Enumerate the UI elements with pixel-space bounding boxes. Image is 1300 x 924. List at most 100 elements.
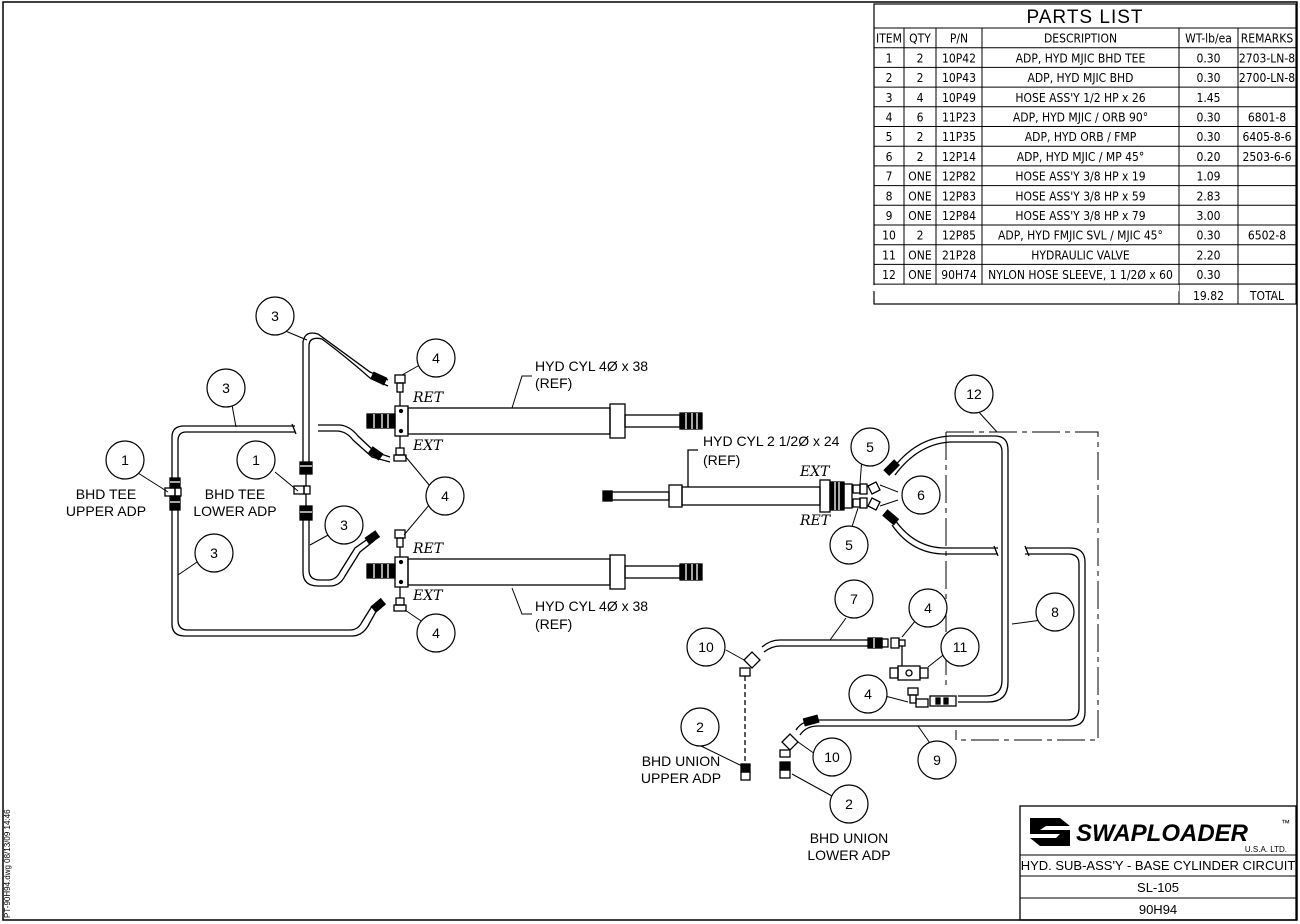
parts-cell-pn: 10P43 — [942, 71, 976, 85]
parts-cell-description: HYDRAULIC VALVE — [1031, 248, 1130, 262]
hose-lower-ret — [302, 520, 381, 587]
parts-cell-pn: 10P42 — [942, 51, 976, 65]
callout-c3c: 3 — [324, 505, 364, 545]
parts-cell-qty: 2 — [917, 130, 924, 144]
parts-cell-weight: 0.20 — [1196, 150, 1220, 164]
parts-cell-weight: 3.00 — [1196, 209, 1220, 223]
upper-hydraulic-cylinder — [366, 403, 703, 439]
label-bhd-tee-lower-2: LOWER ADP — [193, 503, 276, 519]
callout-c10b: 10 — [812, 737, 852, 777]
nylon-hose-sleeve — [945, 431, 1099, 741]
label-bhd-tee-lower-1: BHD TEE — [205, 486, 265, 502]
parts-cell-weight: 0.30 — [1196, 71, 1220, 85]
parts-cell-description: HOSE ASS'Y 3/8 HP x 59 — [1015, 189, 1145, 203]
callout-c2a: 2 — [680, 707, 720, 747]
parts-cell-description: HOSE ASS'Y 1/2 HP x 26 — [1015, 91, 1145, 105]
parts-cell-remarks: 2700-LN-8 — [1239, 71, 1295, 85]
parts-cell-pn: 11P35 — [942, 130, 976, 144]
label-ret-lower: RET — [412, 541, 445, 557]
parts-total-label: TOTAL — [1249, 289, 1284, 303]
parts-cell-item: 4 — [886, 111, 893, 125]
parts-cell-weight: 2.20 — [1196, 248, 1220, 262]
file-stamp: PT-90H94.dwg 08/13/09 14:46 — [3, 809, 12, 918]
parts-cell-weight: 0.30 — [1196, 229, 1220, 243]
parts-cell-item: 2 — [886, 71, 893, 85]
hose-upper-tee-top — [171, 423, 297, 478]
callout-number: 11 — [953, 639, 968, 655]
callout-number: 10 — [824, 749, 840, 765]
label-bhd-union-upper-1: BHD UNION — [642, 753, 721, 769]
parts-cell-weight: 0.30 — [1196, 111, 1220, 125]
parts-cell-description: ADP, HYD MJIC / ORB 90° — [1013, 111, 1148, 125]
parts-cell-weight: 0.30 — [1196, 130, 1220, 144]
ext-port-fittings — [852, 481, 881, 495]
parts-header-pn: P/N — [950, 32, 968, 46]
callout-number: 4 — [432, 625, 440, 641]
label-cyl-small-ref: (REF) — [703, 452, 740, 468]
ret-port-fittings — [852, 497, 881, 511]
callout-c12: 12 — [954, 374, 994, 414]
callout-c4b: 4 — [425, 476, 465, 516]
hose-ret-branch — [882, 509, 999, 557]
callout-number: 3 — [340, 517, 348, 533]
parts-cell-item: 5 — [886, 130, 893, 144]
callout-c4a: 4 — [416, 338, 456, 378]
parts-cell-description: ADP, HYD MJIC / MP 45° — [1017, 150, 1145, 164]
part-number: 90H94 — [1139, 902, 1177, 917]
parts-cell-remarks: 6405-8-6 — [1243, 130, 1292, 144]
callout-number: 10 — [698, 639, 714, 655]
label-cyl-upper: HYD CYL 4Ø x 38 — [535, 358, 648, 374]
parts-cell-pn: 12P83 — [942, 189, 976, 203]
hose-7 — [761, 637, 889, 653]
parts-cell-description: ADP, HYD MJIC BHD TEE — [1016, 51, 1146, 65]
callout-number: 4 — [432, 350, 440, 366]
callout-c6: 6 — [901, 475, 941, 515]
parts-cell-weight: 0.30 — [1196, 268, 1220, 282]
parts-cell-weight: 1.45 — [1196, 91, 1220, 105]
parts-cell-item: 7 — [886, 170, 893, 184]
logo-tm: ™ — [1281, 818, 1290, 828]
lower-hydraulic-cylinder — [366, 554, 703, 590]
callout-c7: 7 — [834, 579, 874, 619]
parts-cell-qty: ONE — [908, 209, 932, 223]
callout-number: 4 — [864, 686, 872, 702]
label-cyl-small: HYD CYL 2 1/2Ø x 24 — [703, 433, 840, 449]
label-cyl-lower-ref: (REF) — [535, 616, 572, 632]
callout-c8: 8 — [1035, 592, 1075, 632]
parts-cell-qty: 2 — [917, 229, 924, 243]
parts-header-description: DESCRIPTION — [1044, 32, 1117, 46]
parts-total-weight: 19.82 — [1193, 289, 1224, 303]
callout-number: 3 — [210, 545, 218, 561]
parts-header-remarks: REMARKS — [1241, 32, 1294, 46]
leader-lines-left — [137, 329, 532, 626]
callout-c1b: 1 — [236, 440, 276, 480]
parts-cell-pn: 90H74 — [941, 268, 977, 282]
label-cyl-upper-ref: (REF) — [535, 375, 572, 391]
parts-cell-pn: 12P82 — [942, 170, 976, 184]
callout-number: 9 — [933, 752, 941, 768]
label-ext-upper: EXT — [412, 438, 444, 454]
bhd-tee-lower — [293, 461, 313, 521]
parts-cell-qty: ONE — [908, 170, 932, 184]
callout-number: 5 — [845, 537, 853, 553]
label-bhd-union-lower-2: LOWER ADP — [807, 847, 890, 863]
callout-c4d: 4 — [908, 588, 948, 628]
parts-cell-item: 12 — [882, 268, 896, 282]
small-cylinder-assembly — [602, 409, 1099, 797]
parts-cell-weight: 0.30 — [1196, 51, 1220, 65]
parts-cell-qty: ONE — [908, 189, 932, 203]
callout-c10a: 10 — [686, 627, 726, 667]
parts-cell-qty: 2 — [917, 51, 924, 65]
parts-cell-item: 6 — [886, 150, 893, 164]
callout-number: 2 — [696, 719, 704, 735]
callout-c5b: 5 — [829, 525, 869, 565]
callout-c1a: 1 — [105, 440, 145, 480]
parts-cell-description: NYLON HOSE SLEEVE, 1 1/2Ø x 60 — [988, 268, 1173, 282]
parts-header-qty: QTY — [909, 32, 931, 46]
parts-cell-qty: ONE — [908, 268, 932, 282]
callout-c3d: 3 — [194, 533, 234, 573]
label-bhd-tee-upper-1: BHD TEE — [76, 486, 136, 502]
parts-cell-pn: 11P23 — [942, 111, 976, 125]
parts-cell-qty: 2 — [917, 71, 924, 85]
